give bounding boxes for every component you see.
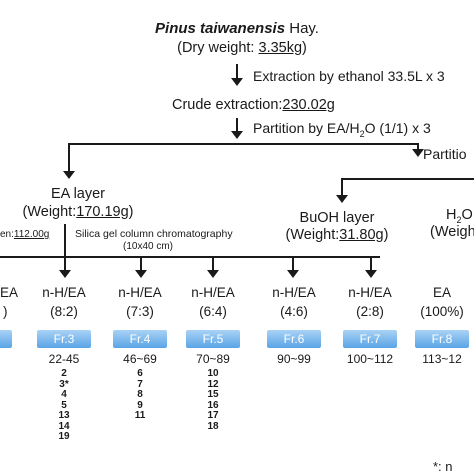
col0-solvent: EA — [0, 285, 19, 300]
ea-weight-label: (Weight: — [22, 204, 77, 220]
ea-to-fractions-line — [64, 224, 66, 258]
fraction-solvent: n-H/EA — [118, 285, 162, 300]
ea-layer-title: EA layer — [51, 186, 105, 202]
fraction-range: 46~69 — [123, 352, 157, 366]
compound-number: 7 — [137, 378, 143, 390]
fraction-range: 113~12 — [422, 352, 462, 366]
col0-ratio: ) — [3, 304, 8, 319]
compound-number: 16 — [207, 399, 219, 411]
ea-weight-close: ) — [128, 204, 134, 220]
compound-number: 8 — [137, 389, 143, 400]
fraction-range: 90~99 — [277, 352, 311, 366]
left-fragment: en:112.00g — [0, 229, 49, 240]
partition-tail: O (1/1) x 3 — [364, 120, 431, 136]
compound-number: 4 — [61, 389, 67, 400]
compound-number: 9 — [137, 399, 143, 411]
fraction-solvent: n-H/EA — [348, 285, 392, 300]
buoh-weight: (Weight:31.80g) — [286, 227, 389, 243]
compound-number: 18 — [207, 420, 219, 432]
ea-layer-weight: (Weight:170.19g) — [23, 204, 134, 220]
fraction-box: Fr.7 — [343, 330, 397, 348]
h2o-o: O — [461, 207, 473, 223]
compound-number: 15 — [207, 389, 219, 400]
crude-value: 230.02g — [282, 97, 335, 113]
partition-right: Partitio — [423, 146, 467, 162]
dry-weight: (Dry weight: 3.35kg) — [177, 40, 307, 56]
fraction-ratio: (7:3) — [126, 304, 154, 319]
species-author: Hay. — [289, 20, 319, 37]
h2o-sub: 2 — [456, 214, 462, 225]
compound-number: 2 — [61, 368, 67, 379]
left-frag-value: 112.00g — [13, 229, 50, 240]
buoh-weight-close: ) — [383, 227, 389, 243]
arrow-fr3 — [59, 256, 71, 278]
crude-extraction: Crude extraction:230.02g — [172, 97, 335, 113]
species-title: Pinus taiwanensis Hay. — [155, 20, 319, 37]
dry-weight-value: 3.35kg — [258, 40, 303, 56]
arrow-ea-layer — [63, 143, 75, 179]
silica-label: Silica gel column chromatography — [75, 228, 233, 240]
compound-number: 12 — [207, 378, 219, 390]
arrow-fr6 — [287, 256, 299, 278]
fraction-box: Fr.4 — [113, 330, 167, 348]
partition-sub: 2 — [359, 128, 365, 139]
fraction-box: Fr.6 — [267, 330, 321, 348]
arrow-right-branch — [412, 143, 424, 157]
fraction-bar — [0, 256, 380, 258]
fraction-ratio: (6:4) — [199, 304, 227, 319]
buoh-weight-value: 31.80g — [339, 227, 384, 243]
fraction-box: Fr.8 — [415, 330, 469, 348]
fraction-box: Fr.3 — [37, 330, 91, 348]
arrow-fr4 — [135, 256, 147, 278]
footnote: *: n — [433, 459, 453, 474]
dry-weight-close: ) — [302, 40, 307, 56]
fraction-ratio: (100%) — [420, 304, 464, 319]
partition-label: Partition by EA/H — [253, 120, 360, 136]
fraction-solvent: EA — [432, 285, 452, 300]
compound-number: 10 — [207, 368, 219, 379]
partition-step: Partition by EA/H2O (1/1) x 3 — [253, 120, 431, 139]
fraction-box: Fr.5 — [186, 330, 240, 348]
arrow-buoh — [336, 178, 348, 203]
extraction-step: Extraction by ethanol 33.5L x 3 — [253, 68, 445, 84]
ea-weight-value: 170.19g — [76, 204, 129, 220]
split-line — [68, 143, 418, 145]
fraction-solvent: n-H/EA — [272, 285, 316, 300]
fraction-ratio: (8:2) — [50, 304, 78, 319]
arrow-fr5 — [207, 256, 219, 278]
compound-number: 11 — [134, 410, 146, 421]
arrow-fr7 — [365, 256, 377, 278]
silica-dims: (10x40 cm) — [122, 241, 174, 252]
col0-fraction-box — [0, 330, 12, 348]
h2o-title: H2O — [446, 207, 473, 225]
compound-number: 17 — [207, 410, 219, 421]
fraction-range: 70~89 — [196, 352, 230, 366]
left-frag-label: en: — [0, 229, 14, 240]
compound-number: 6 — [137, 368, 143, 379]
fraction-range: 100~112 — [346, 352, 394, 366]
fraction-range: 22-45 — [48, 352, 80, 366]
buoh-title: BuOH layer — [299, 210, 375, 226]
h2o-weight: (Weigh — [430, 224, 474, 240]
species-name: Pinus taiwanensis — [155, 20, 286, 37]
buoh-h2o-split — [341, 178, 474, 180]
fraction-solvent: n-H/EA — [191, 285, 235, 300]
dry-weight-label: (Dry weight: — [177, 40, 259, 56]
compound-number: 14 — [58, 420, 70, 432]
compound-number: 5 — [61, 399, 67, 411]
buoh-weight-label: (Weight: — [285, 227, 340, 243]
arrow-extraction — [231, 64, 243, 86]
h2o-h: H — [446, 207, 457, 223]
crude-label: Crude extraction: — [172, 97, 283, 113]
compound-number: 19 — [58, 431, 70, 442]
compound-number: 3* — [59, 378, 69, 390]
arrow-partition — [231, 118, 243, 139]
fraction-solvent: n-H/EA — [42, 285, 86, 300]
fraction-ratio: (2:8) — [356, 304, 384, 319]
fraction-ratio: (4:6) — [280, 304, 308, 319]
compound-number: 13 — [58, 410, 70, 421]
